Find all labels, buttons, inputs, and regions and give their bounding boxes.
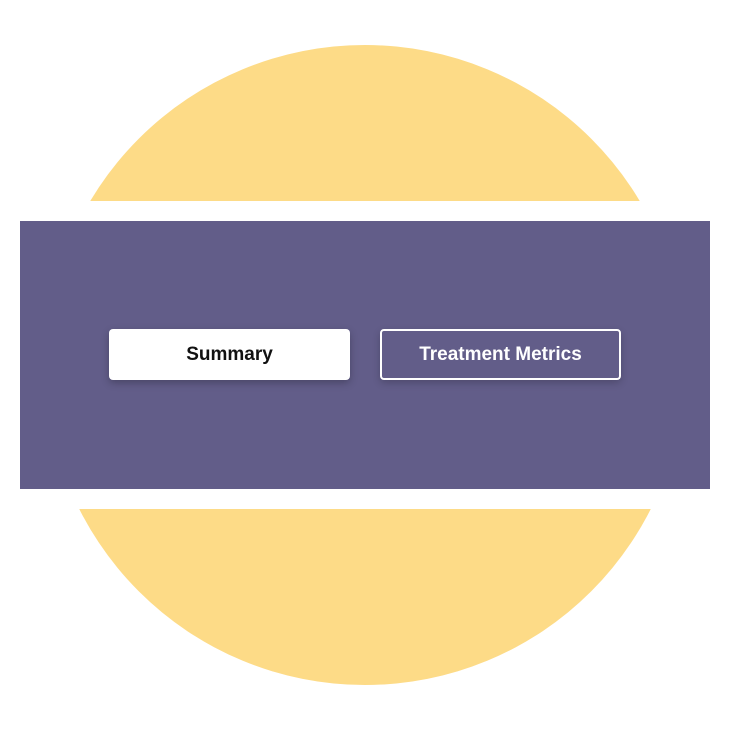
divider-stripe-top: [0, 201, 730, 221]
tab-bar-panel: Summary Treatment Metrics: [20, 221, 710, 489]
tab-treatment-metrics[interactable]: Treatment Metrics: [380, 329, 621, 380]
divider-stripe-bottom: [0, 489, 730, 509]
tab-summary[interactable]: Summary: [109, 329, 350, 380]
